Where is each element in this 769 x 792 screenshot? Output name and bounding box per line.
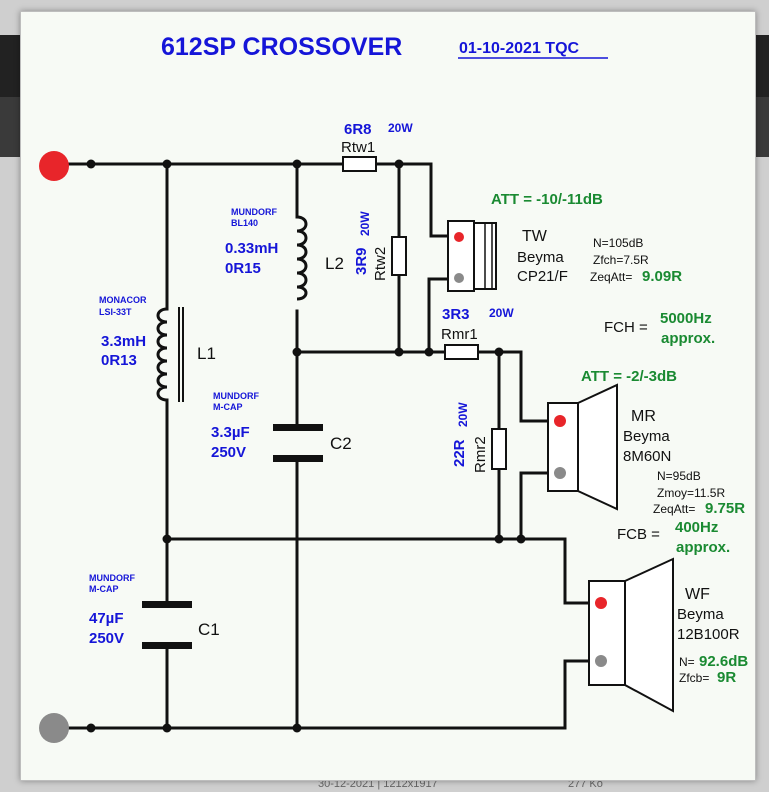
resistor-rmr2 <box>491 428 507 470</box>
l2-resistance: 0R15 <box>225 260 261 277</box>
wf-type: WF <box>685 586 710 603</box>
rmr2-label: Rmr2 <box>472 436 489 473</box>
date-label: 01-10-2021 TQC <box>459 40 580 57</box>
fcb-value: 400Hz <box>675 519 718 536</box>
tweeter-minus-terminal <box>454 273 464 283</box>
rtw1-power: 20W <box>388 121 413 135</box>
tw-sensitivity: N=105dB <box>593 236 643 250</box>
mr-impedance: Zmoy=11.5R <box>657 486 725 500</box>
capacitor-c2-plate-bottom <box>273 455 323 462</box>
mr-type: MR <box>631 408 656 425</box>
c1-voltage: 250V <box>89 630 124 647</box>
capacitor-c1-plate-top <box>142 601 192 608</box>
midrange-symbol <box>547 383 618 511</box>
l1-model: LSI-33T <box>99 307 132 317</box>
wf-sensitivity-label: N= <box>679 655 695 669</box>
mr-zeq-value: 9.75R <box>705 500 745 517</box>
midrange-plus-terminal <box>554 415 566 427</box>
woofer-minus-terminal <box>595 655 607 667</box>
mr-sensitivity: N=95dB <box>657 469 701 483</box>
resistor-rmr1 <box>444 344 479 360</box>
wf-impedance-value: 9R <box>717 669 736 686</box>
c1-brand: MUNDORF <box>89 573 135 583</box>
tweeter-symbol <box>447 220 497 292</box>
l1-value: 3.3mH <box>101 333 146 350</box>
l2-value: 0.33mH <box>225 240 278 257</box>
wf-impedance-label: Zfcb= <box>679 671 709 685</box>
tw-attenuation: ATT = -10/-11dB <box>491 191 603 208</box>
tweeter-plus-terminal <box>454 232 464 242</box>
rmr1-value: 3R3 <box>442 306 470 323</box>
rtw1-value: 6R8 <box>344 121 372 138</box>
c2-brand: MUNDORF <box>213 391 259 401</box>
wf-model: 12B100R <box>677 626 740 643</box>
inductor-l2 <box>296 215 308 301</box>
c2-label: C2 <box>330 434 352 453</box>
positive-input-terminal <box>39 151 69 181</box>
rtw1-label: Rtw1 <box>341 139 375 156</box>
rmr2-power: 20W <box>456 402 470 427</box>
rmr1-label: Rmr1 <box>441 326 478 343</box>
wires <box>53 162 591 730</box>
woofer-plus-terminal <box>595 597 607 609</box>
c2-model: M-CAP <box>213 402 243 412</box>
c1-label: C1 <box>198 620 220 639</box>
junction-dots <box>86 159 526 733</box>
resistor-rtw2 <box>391 236 407 276</box>
fcb-note: approx. <box>676 539 730 556</box>
rtw2-value: 3R9 <box>353 247 370 275</box>
l2-label: L2 <box>325 254 344 273</box>
tw-model: CP21/F <box>517 268 568 285</box>
c2-voltage: 250V <box>211 444 246 461</box>
tw-zeq-value: 9.09R <box>642 268 682 285</box>
mr-brand: Beyma <box>623 428 670 445</box>
mr-zeq-label: ZeqAtt= <box>653 502 695 516</box>
c1-value: 47µF <box>89 610 124 627</box>
l2-brand: MUNDORF <box>231 207 277 217</box>
mr-attenuation: ATT = -2/-3dB <box>581 368 677 385</box>
rmr1-power: 20W <box>489 306 514 320</box>
midrange-minus-terminal <box>554 467 566 479</box>
page-title: 612SP CROSSOVER <box>161 33 402 61</box>
tw-zeq-label: ZeqAtt= <box>590 270 632 284</box>
capacitor-c2-plate-top <box>273 424 323 431</box>
c1-model: M-CAP <box>89 584 119 594</box>
image-size: 277 Ko <box>568 778 603 790</box>
tw-impedance: Zfch=7.5R <box>593 253 649 267</box>
image-viewer-panel[interactable]: 612SP CROSSOVER 01-10-2021 TQC <box>20 11 756 781</box>
l2-model: BL140 <box>231 218 258 228</box>
crossover-schematic: 612SP CROSSOVER 01-10-2021 TQC <box>39 33 748 743</box>
inductor-l1 <box>156 307 184 402</box>
capacitor-c1-plate-bottom <box>142 642 192 649</box>
l1-brand: MONACOR <box>99 295 147 305</box>
image-info: 30-12-2021 | 1212x1917 <box>318 778 438 790</box>
fcb-label: FCB = <box>617 526 660 543</box>
mr-model: 8M60N <box>623 448 671 465</box>
rtw2-power: 20W <box>358 211 372 236</box>
wf-sensitivity-value: 92.6dB <box>699 653 748 670</box>
fch-note: approx. <box>661 330 715 347</box>
rmr2-value: 22R <box>451 439 468 467</box>
fch-value: 5000Hz <box>660 310 712 327</box>
fch-label: FCH = <box>604 319 648 336</box>
tw-brand: Beyma <box>517 249 564 266</box>
l1-resistance: 0R13 <box>101 352 137 369</box>
woofer-symbol <box>588 557 674 713</box>
l1-label: L1 <box>197 344 216 363</box>
rtw2-label: Rtw2 <box>372 247 389 281</box>
tw-type: TW <box>522 228 548 245</box>
resistor-rtw1 <box>342 156 377 172</box>
c2-value: 3.3µF <box>211 424 250 441</box>
negative-input-terminal <box>39 713 69 743</box>
wf-brand: Beyma <box>677 606 724 623</box>
